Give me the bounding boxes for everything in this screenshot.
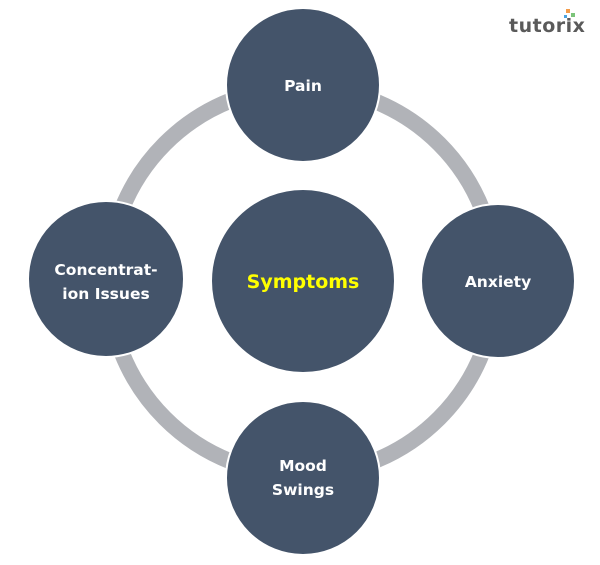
node-label-line-2: Swings	[272, 481, 334, 499]
node-label-line-1: Concentrat-	[54, 261, 157, 279]
node-label: Anxiety	[465, 273, 531, 291]
node-pain: Pain	[225, 7, 381, 163]
node-circle	[225, 400, 381, 556]
node-label-line-2: ion Issues	[62, 285, 149, 303]
node-concentration-issues: Concentrat- ion Issues	[27, 200, 185, 358]
node-circle	[27, 200, 185, 358]
node-circle	[420, 203, 576, 359]
center-hub: Symptoms	[210, 188, 396, 374]
node-circle	[225, 7, 381, 163]
node-anxiety: Anxiety	[420, 203, 576, 359]
logo-dot-icon	[564, 15, 567, 18]
logo-text: tutorix	[509, 15, 586, 37]
tutorix-logo: tutorix	[509, 9, 595, 39]
logo-dot-icon	[566, 9, 570, 13]
node-label-line-1: Mood	[279, 457, 327, 475]
center-circle	[210, 188, 396, 374]
center-label: Symptoms	[247, 271, 360, 293]
node-mood-swings: Mood Swings	[225, 400, 381, 556]
node-label: Pain	[284, 77, 322, 95]
logo-dot-icon	[571, 13, 575, 17]
